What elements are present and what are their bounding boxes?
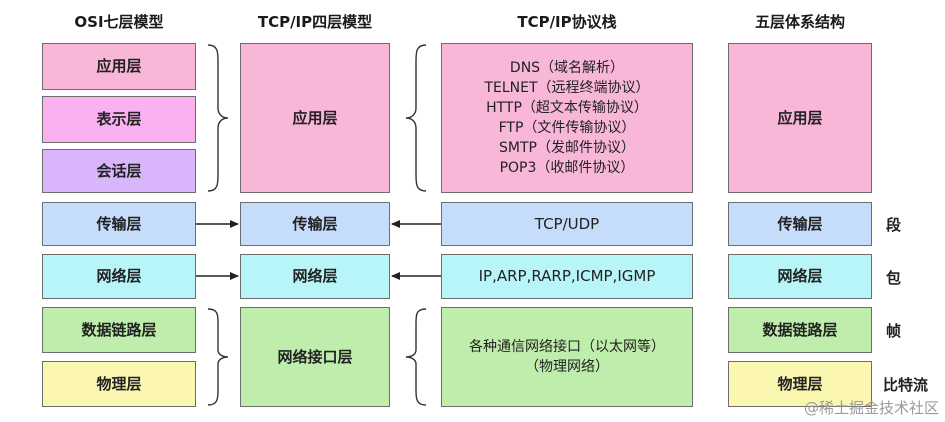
transport-protocols-box: TCP/UDP bbox=[441, 202, 693, 246]
tcpip-transport-layer: 传输层 bbox=[240, 202, 390, 246]
osi-datalink-layer: 数据链路层 bbox=[42, 307, 196, 353]
osi-physical-layer: 物理层 bbox=[42, 361, 196, 407]
protocol-ftp: FTP（文件传输协议） bbox=[498, 120, 636, 136]
stack-title: TCP/IP协议栈 bbox=[517, 13, 617, 31]
link-protocols-box: 各种通信网络接口（以太网等） （物理网络） bbox=[441, 307, 693, 407]
osi-session-layer: 会话层 bbox=[42, 149, 196, 193]
five-datalink-layer: 数据链路层 bbox=[728, 307, 872, 353]
application-protocols-box: DNS（域名解析） TELNET（远程终端协议） HTTP（超文本传输协议） F… bbox=[441, 43, 693, 193]
osi-network-layer: 网络层 bbox=[42, 254, 196, 299]
protocol-smtp: SMTP（发邮件协议） bbox=[499, 140, 635, 156]
protocol-telnet: TELNET（远程终端协议） bbox=[484, 80, 650, 96]
unit-packet: 包 bbox=[886, 269, 902, 287]
osi-transport-layer: 传输层 bbox=[42, 202, 196, 246]
osi-title: OSI七层模型 bbox=[74, 13, 164, 31]
five-transport-layer: 传输层 bbox=[728, 202, 872, 246]
protocol-upper-brace-icon bbox=[405, 44, 427, 192]
unit-frame: 帧 bbox=[886, 322, 902, 340]
five-physical-layer: 物理层 bbox=[728, 361, 872, 407]
tcpip-application-layer: 应用层 bbox=[240, 43, 390, 193]
tcpip-network-interface-layer: 网络接口层 bbox=[240, 307, 390, 407]
five-layer-title: 五层体系结构 bbox=[754, 13, 845, 31]
protocol-pop3: POP3（收邮件协议） bbox=[499, 160, 635, 176]
unit-bitstream: 比特流 bbox=[883, 376, 929, 394]
unit-segment: 段 bbox=[886, 216, 902, 234]
tcpip-network-layer: 网络层 bbox=[240, 254, 390, 299]
five-application-layer: 应用层 bbox=[728, 43, 872, 193]
tcpip4-title: TCP/IP四层模型 bbox=[257, 13, 373, 31]
osi-presentation-layer: 表示层 bbox=[42, 96, 196, 143]
watermark: @稀土掘金技术社区 bbox=[803, 399, 939, 417]
osi-upper-brace-icon bbox=[207, 44, 229, 192]
protocol-http: HTTP（超文本传输协议） bbox=[486, 100, 648, 116]
protocol-dns: DNS（域名解析） bbox=[509, 60, 625, 76]
osi-lower-brace-icon bbox=[207, 308, 229, 406]
protocol-lower-brace-icon bbox=[405, 308, 427, 406]
link-protocols-line-1: 各种通信网络接口（以太网等） bbox=[469, 339, 665, 355]
network-protocols-box: IP,ARP,RARP,ICMP,IGMP bbox=[441, 254, 693, 299]
link-protocols-line-2: （物理网络） bbox=[525, 359, 609, 375]
osi-application-layer: 应用层 bbox=[42, 43, 196, 90]
five-network-layer: 网络层 bbox=[728, 254, 872, 299]
